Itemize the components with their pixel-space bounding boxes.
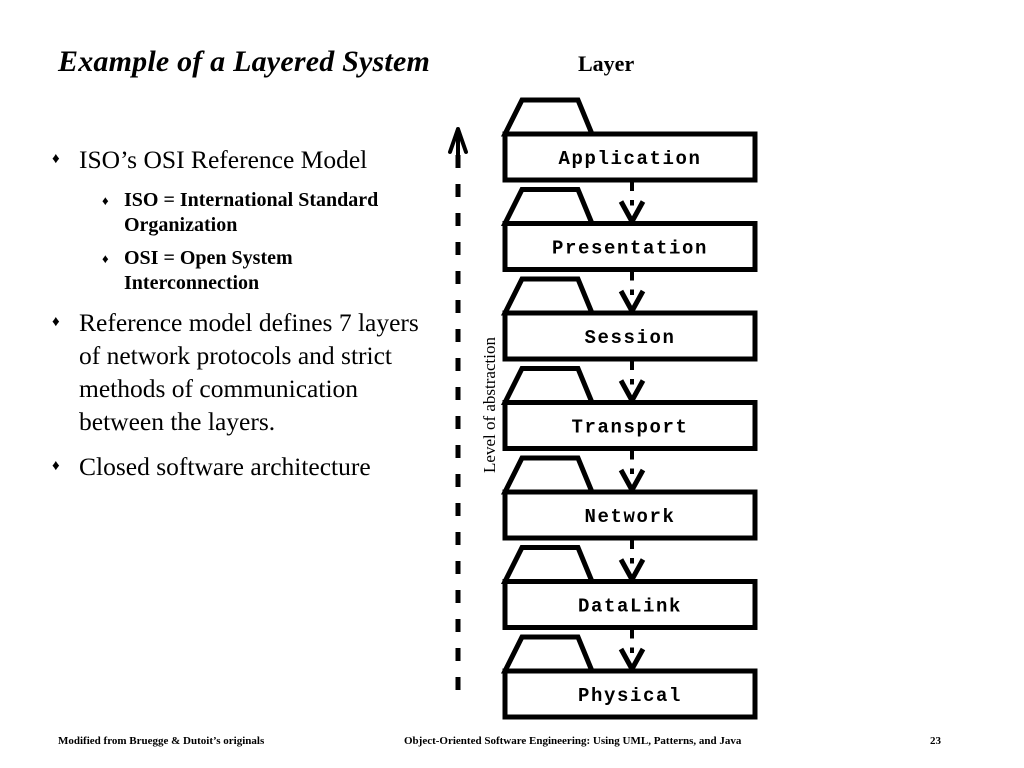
- bullet-text: Reference model defines 7 layers of netw…: [79, 308, 419, 436]
- layer-column-caption: Layer: [578, 51, 635, 76]
- bullet-item-l1: ♦ Closed software architecture: [52, 450, 422, 483]
- bullet-text: Closed software architecture: [79, 452, 371, 481]
- footer-book-title: Object-Oriented Software Engineering: Us…: [404, 735, 742, 747]
- layer-tab-presentation: [500, 187, 596, 226]
- layer-tab-session: [500, 276, 596, 316]
- layer-tab-physical: [500, 634, 596, 674]
- bullet-item-l2: ♦ ISO = International Standard Organizati…: [102, 188, 422, 238]
- bullet-item-l1: ♦ ISO’s OSI Reference Model: [52, 143, 422, 176]
- bullet-list: ♦ ISO’s OSI Reference Model ♦ ISO = Interna…: [52, 143, 422, 495]
- layer-box-presentation[interactable]: [502, 221, 758, 272]
- bullet-diamond-icon: ♦: [52, 151, 60, 167]
- layer-connector-arrowhead-icon: [618, 558, 646, 585]
- layer-box-physical[interactable]: [502, 668, 758, 720]
- bullet-diamond-icon: ♦: [102, 251, 109, 266]
- slide-footer: Modified from Bruegge & Dutoit’s origina…: [0, 735, 1024, 755]
- bullet-diamond-icon: ♦: [52, 458, 60, 474]
- layer-box-application[interactable]: [502, 131, 758, 183]
- layer-stack: ApplicationPresentationSessionTransportN…: [500, 97, 758, 720]
- bullet-diamond-icon: ♦: [52, 314, 60, 330]
- layer-label-physical: Physical: [578, 685, 682, 707]
- layer-tab-application: [500, 97, 596, 137]
- layer-tab-transport: [500, 366, 596, 405]
- layer-connector-arrowhead-icon: [618, 647, 646, 675]
- bullet-item-l2: ♦ OSI = Open System Interconnection: [102, 246, 422, 296]
- layer-label-session: Session: [584, 327, 675, 349]
- bullet-sublist: ♦ ISO = International Standard Organizati…: [102, 188, 422, 296]
- layer-connector-arrowhead-icon: [618, 468, 646, 496]
- level-of-abstraction-axis: [448, 127, 468, 690]
- layer-box-session[interactable]: [502, 310, 758, 362]
- layer-label-datalink: DataLink: [578, 596, 682, 618]
- footer-attribution: Modified from Bruegge & Dutoit’s origina…: [58, 735, 265, 747]
- layer-label-application: Application: [558, 148, 701, 170]
- layer-connector-arrowhead-icon: [618, 379, 646, 406]
- bullet-diamond-icon: ♦: [102, 193, 109, 208]
- bullet-text: ISO’s OSI Reference Model: [79, 145, 368, 174]
- layer-box-network[interactable]: [502, 489, 758, 541]
- layer-tab-datalink: [500, 545, 596, 584]
- abstraction-axis-arrowhead-icon: [448, 127, 468, 162]
- layer-connector-arrowhead-icon: [618, 289, 646, 317]
- footer-page-number: 23: [930, 735, 941, 747]
- layer-box-transport[interactable]: [502, 400, 758, 451]
- layer-label-transport: Transport: [571, 417, 688, 439]
- layer-box-datalink[interactable]: [502, 579, 758, 630]
- layer-tab-network: [500, 455, 596, 495]
- bullet-text: ISO = International Standard Organizatio…: [124, 189, 379, 236]
- bullet-item-l1: ♦ Reference model defines 7 layers of net…: [52, 306, 422, 438]
- layer-label-presentation: Presentation: [552, 238, 708, 260]
- bullet-text: OSI = Open System Interconnection: [124, 247, 293, 294]
- page-title: Example of a Layered System: [58, 45, 430, 78]
- layer-connector-arrowhead-icon: [618, 200, 646, 227]
- abstraction-axis-caption: Level of abstraction: [480, 337, 499, 473]
- layer-label-network: Network: [584, 506, 675, 528]
